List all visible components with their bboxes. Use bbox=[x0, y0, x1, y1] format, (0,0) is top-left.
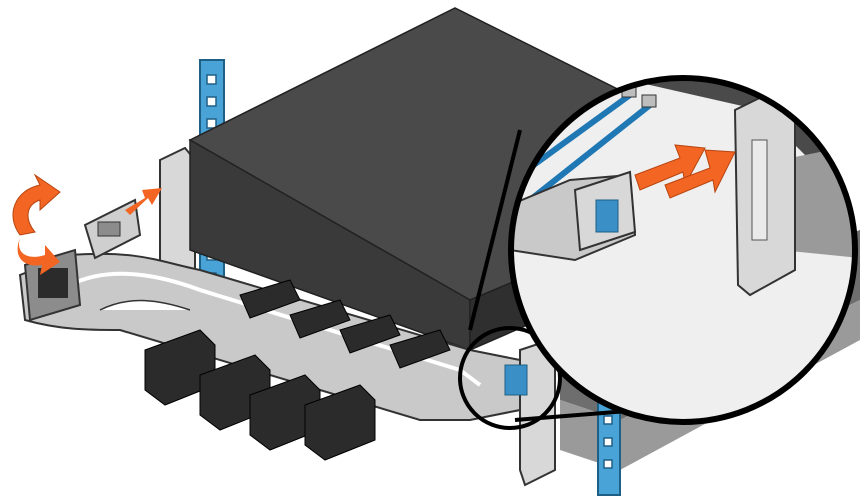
cable-connectors bbox=[144, 279, 451, 461]
rotate-arrow-icon bbox=[12, 173, 61, 236]
cable-management-arm bbox=[18, 248, 521, 421]
push-arrow-icon bbox=[125, 188, 162, 215]
callout-small-circle bbox=[458, 326, 562, 430]
callout-large-circle bbox=[508, 75, 858, 425]
